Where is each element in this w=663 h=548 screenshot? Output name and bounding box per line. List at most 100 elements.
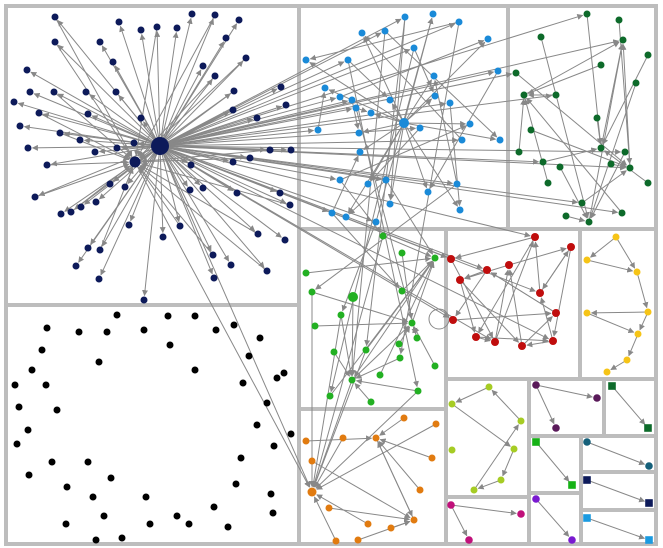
- graph-node[interactable]: [42, 381, 50, 389]
- graph-node[interactable]: [176, 222, 184, 230]
- graph-node[interactable]: [544, 179, 552, 187]
- graph-node[interactable]: [263, 267, 271, 275]
- graph-node[interactable]: [118, 534, 126, 542]
- graph-node[interactable]: [311, 322, 319, 330]
- graph-node[interactable]: [358, 29, 366, 37]
- graph-node[interactable]: [386, 96, 394, 104]
- graph-node[interactable]: [191, 312, 199, 320]
- graph-node[interactable]: [456, 206, 464, 214]
- graph-node[interactable]: [645, 499, 653, 507]
- graph-node[interactable]: [632, 79, 640, 87]
- graph-node[interactable]: [146, 520, 154, 528]
- graph-node[interactable]: [229, 158, 237, 166]
- graph-node[interactable]: [520, 91, 528, 99]
- graph-node[interactable]: [453, 180, 461, 188]
- graph-node[interactable]: [96, 246, 104, 254]
- graph-node[interactable]: [532, 438, 540, 446]
- graph-node[interactable]: [395, 340, 403, 348]
- graph-node[interactable]: [497, 476, 505, 484]
- graph-node[interactable]: [634, 330, 642, 338]
- graph-node[interactable]: [229, 106, 237, 114]
- graph-node[interactable]: [188, 10, 196, 18]
- graph-node[interactable]: [63, 483, 71, 491]
- graph-node[interactable]: [84, 244, 92, 252]
- graph-node[interactable]: [386, 200, 394, 208]
- graph-node[interactable]: [209, 251, 217, 259]
- graph-node[interactable]: [432, 420, 440, 428]
- graph-node[interactable]: [398, 249, 406, 257]
- graph-node[interactable]: [50, 88, 58, 96]
- graph-node[interactable]: [211, 11, 219, 19]
- graph-node[interactable]: [336, 93, 344, 101]
- graph-node[interactable]: [253, 421, 261, 429]
- graph-node[interactable]: [539, 158, 547, 166]
- graph-node[interactable]: [428, 454, 436, 462]
- graph-node[interactable]: [367, 109, 375, 117]
- graph-node[interactable]: [281, 236, 289, 244]
- graph-node[interactable]: [308, 288, 316, 296]
- graph-node[interactable]: [253, 114, 261, 122]
- graph-node[interactable]: [103, 328, 111, 336]
- graph-node[interactable]: [11, 381, 19, 389]
- graph-node[interactable]: [230, 87, 238, 95]
- graph-node[interactable]: [416, 486, 424, 494]
- graph-node[interactable]: [387, 524, 395, 532]
- graph-node[interactable]: [121, 183, 129, 191]
- graph-node[interactable]: [24, 426, 32, 434]
- graph-node[interactable]: [456, 276, 464, 284]
- graph-node[interactable]: [447, 501, 455, 509]
- graph-node[interactable]: [24, 144, 32, 152]
- graph-node[interactable]: [517, 510, 525, 518]
- graph-node[interactable]: [364, 180, 372, 188]
- graph-node[interactable]: [430, 72, 438, 80]
- graph-node[interactable]: [256, 334, 264, 342]
- graph-node[interactable]: [26, 88, 34, 96]
- graph-node[interactable]: [352, 104, 360, 112]
- graph-node[interactable]: [199, 184, 207, 192]
- graph-node[interactable]: [623, 356, 631, 364]
- graph-node[interactable]: [536, 289, 544, 297]
- graph-node[interactable]: [356, 148, 364, 156]
- graph-node[interactable]: [465, 536, 473, 544]
- graph-node[interactable]: [282, 101, 290, 109]
- graph-node[interactable]: [137, 26, 145, 34]
- graph-node[interactable]: [38, 346, 46, 354]
- graph-node[interactable]: [491, 338, 499, 346]
- graph-node[interactable]: [113, 311, 121, 319]
- graph-node[interactable]: [549, 337, 557, 345]
- graph-node[interactable]: [277, 83, 285, 91]
- graph-node[interactable]: [583, 438, 591, 446]
- graph-node[interactable]: [431, 254, 439, 262]
- graph-node[interactable]: [505, 261, 513, 269]
- graph-node[interactable]: [466, 120, 474, 128]
- graph-node[interactable]: [483, 266, 491, 274]
- graph-node[interactable]: [16, 122, 24, 130]
- graph-node[interactable]: [227, 261, 235, 269]
- graph-node[interactable]: [307, 487, 317, 497]
- graph-node[interactable]: [583, 10, 591, 18]
- graph-node[interactable]: [142, 493, 150, 501]
- graph-node[interactable]: [254, 230, 262, 238]
- graph-node[interactable]: [199, 62, 207, 70]
- graph-node[interactable]: [115, 18, 123, 26]
- graph-node[interactable]: [401, 13, 409, 21]
- graph-node[interactable]: [328, 209, 336, 217]
- graph-node[interactable]: [398, 287, 406, 295]
- graph-node[interactable]: [31, 193, 39, 201]
- graph-node[interactable]: [552, 309, 560, 317]
- graph-node[interactable]: [129, 156, 141, 168]
- graph-node[interactable]: [56, 129, 64, 137]
- graph-node[interactable]: [191, 366, 199, 374]
- graph-node[interactable]: [336, 176, 344, 184]
- graph-node[interactable]: [233, 189, 241, 197]
- graph-node[interactable]: [187, 161, 195, 169]
- graph-node[interactable]: [330, 348, 338, 356]
- graph-node[interactable]: [62, 520, 70, 528]
- graph-node[interactable]: [568, 481, 576, 489]
- graph-node[interactable]: [246, 154, 254, 162]
- graph-node[interactable]: [130, 139, 138, 147]
- graph-node[interactable]: [410, 516, 418, 524]
- graph-node[interactable]: [339, 434, 347, 442]
- graph-node[interactable]: [399, 118, 409, 128]
- graph-node[interactable]: [567, 243, 575, 251]
